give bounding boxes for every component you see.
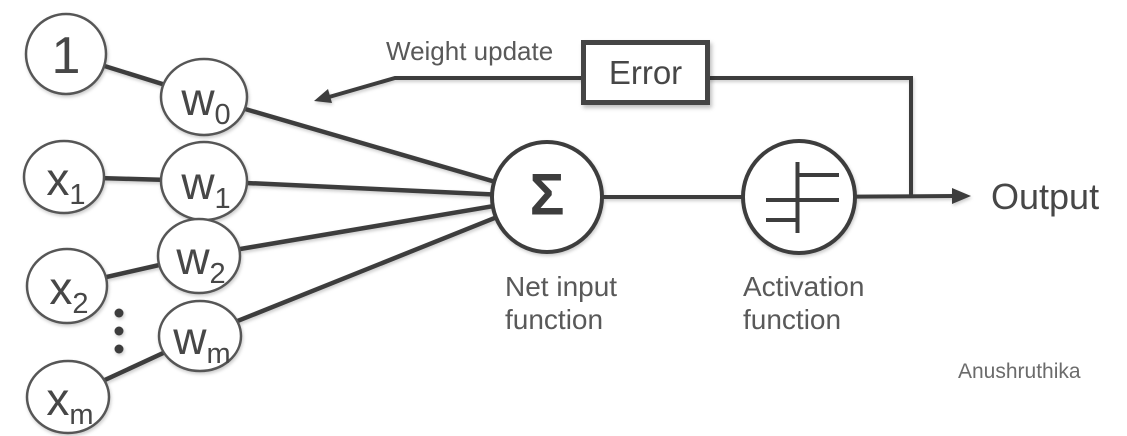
vertical-ellipsis-icon xyxy=(114,308,124,354)
input-x1-base: x xyxy=(46,153,70,205)
edge-w1-to-sum xyxy=(203,178,548,200)
weight-w0-sub: 0 xyxy=(214,99,231,131)
input-xm-label: xm xyxy=(46,373,93,430)
net-input-caption: Net input function xyxy=(505,270,617,336)
weight-w1-label: w1 xyxy=(181,157,230,214)
input-x1-node-circle xyxy=(22,139,106,215)
activation-caption-line1: Activation xyxy=(743,271,865,302)
weight-w0-base: w xyxy=(181,73,215,125)
input-x2-sub: 2 xyxy=(72,288,89,320)
weight-w0-node-circle xyxy=(159,57,249,137)
net-input-caption-line1: Net input xyxy=(505,271,618,302)
output-label: Output xyxy=(991,176,1100,217)
weight-wm-sub: m xyxy=(206,338,231,370)
input-x1-label: x1 xyxy=(46,153,85,210)
weight-w2-node-circle xyxy=(156,217,242,295)
watermark-text: Anushruthika xyxy=(958,360,1081,383)
weight-w0-label: w0 xyxy=(181,73,230,130)
input-xm-sub: m xyxy=(69,399,94,431)
sum-node-circle xyxy=(490,140,604,254)
weight-wm-base: w xyxy=(173,312,207,364)
weight-w1-base: w xyxy=(181,157,215,209)
weight-w2-sub: 2 xyxy=(209,258,226,290)
input-x2-node-circle xyxy=(25,247,109,325)
weight-w2-label: w2 xyxy=(176,232,225,289)
arrow-down-left-icon xyxy=(314,89,332,103)
input-x2-base: x xyxy=(49,262,73,314)
input-xm-base: x xyxy=(46,373,70,425)
sigma-symbol: Σ xyxy=(529,162,565,228)
net-input-caption-line2: function xyxy=(505,304,604,335)
edge-output-to-error xyxy=(708,76,913,196)
weight-wm-node-circle xyxy=(157,299,243,373)
arrow-right-icon xyxy=(952,188,971,204)
weight-w1-sub: 1 xyxy=(214,183,231,215)
activation-caption-line2: function xyxy=(743,304,842,335)
bias-node-label: 1 xyxy=(52,30,81,82)
weight-w2-base: w xyxy=(176,232,210,284)
error-box: Error xyxy=(581,40,710,105)
edge-error-to-weights xyxy=(328,76,583,99)
input-xm-node-circle xyxy=(25,359,111,435)
edge-w0-to-sum xyxy=(203,94,548,200)
weight-update-label: Weight update xyxy=(386,36,554,66)
input-x2-label: x2 xyxy=(49,262,88,319)
bias-node-circle xyxy=(24,12,108,96)
error-box-label: Error xyxy=(608,53,683,91)
activation-caption: Activation function xyxy=(743,270,864,336)
edge-wm-to-sum xyxy=(199,194,548,339)
edge-w2-to-sum xyxy=(198,194,548,259)
weight-wm-label: wm xyxy=(173,312,230,369)
bias-value: 1 xyxy=(51,27,81,85)
input-x1-sub: 1 xyxy=(69,179,86,211)
step-function-icon xyxy=(766,162,839,233)
